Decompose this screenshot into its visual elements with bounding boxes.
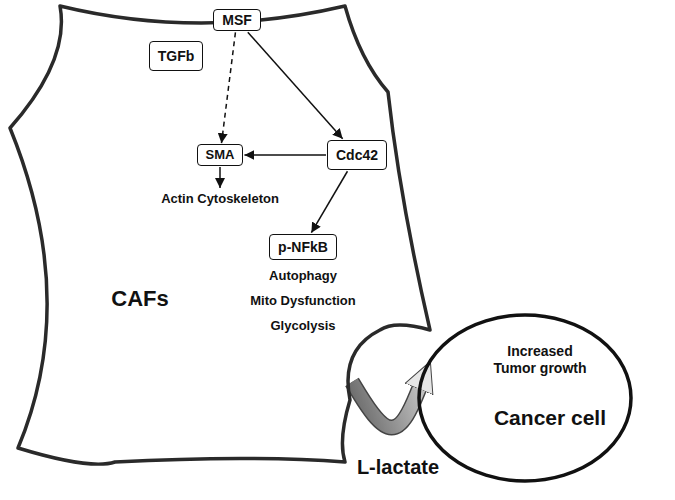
process-box: TGFb bbox=[149, 41, 204, 72]
ellipse-outline bbox=[417, 313, 633, 483]
ellipse-outline-shape bbox=[419, 315, 631, 481]
box-label: SMA bbox=[206, 147, 235, 163]
label-slot: L-lactate bbox=[298, 455, 498, 479]
process-box: Cdc42 bbox=[327, 140, 387, 171]
text-slot: Cancer cell bbox=[480, 405, 620, 430]
label-slot: Autophagy bbox=[203, 268, 403, 284]
box-label: MSF bbox=[222, 12, 252, 29]
process-box: SMA bbox=[197, 144, 244, 166]
box-label: TGFb bbox=[158, 48, 195, 65]
cell-outline-path bbox=[10, 6, 430, 464]
cell-outline bbox=[0, 0, 440, 492]
box-label: Cdc42 bbox=[336, 147, 378, 164]
signal-arrow bbox=[248, 32, 343, 139]
process-label: Glycolysis bbox=[203, 318, 403, 334]
lactate-arrow bbox=[352, 382, 421, 428]
arrow-outline bbox=[352, 382, 421, 428]
signal-arrow bbox=[221, 32, 235, 143]
label-slot: Glycolysis bbox=[203, 318, 403, 334]
cell-text: Increased Tumor growth bbox=[487, 343, 593, 377]
metabolite-label: L-lactate bbox=[298, 455, 498, 479]
process-box: p-NFkB bbox=[269, 234, 337, 261]
signal-arrow bbox=[244, 154, 326, 156]
label-slot: Actin Cytoskeleton bbox=[120, 191, 320, 207]
box-label: p-NFkB bbox=[278, 239, 328, 256]
caf-cell: CAFs MSF TGFbSMA Cdc42 p-NFkB bbox=[0, 0, 440, 492]
text-slot: Increased Tumor growth bbox=[487, 343, 593, 377]
signal-arrow bbox=[311, 171, 347, 232]
cell-label: CAFs bbox=[70, 286, 210, 312]
cell-text: Cancer cell bbox=[480, 405, 620, 430]
text-slot: CAFs bbox=[70, 286, 210, 312]
process-label: Autophagy bbox=[203, 268, 403, 284]
process-label: Actin Cytoskeleton bbox=[120, 191, 320, 207]
process-label: Mito Dysfunction bbox=[203, 293, 403, 309]
process-box: MSF bbox=[213, 9, 261, 32]
label-slot: Mito Dysfunction bbox=[203, 293, 403, 309]
cancer-cell: Increased Tumor growthCancer cell bbox=[417, 313, 633, 483]
leader-arrow bbox=[219, 167, 221, 188]
